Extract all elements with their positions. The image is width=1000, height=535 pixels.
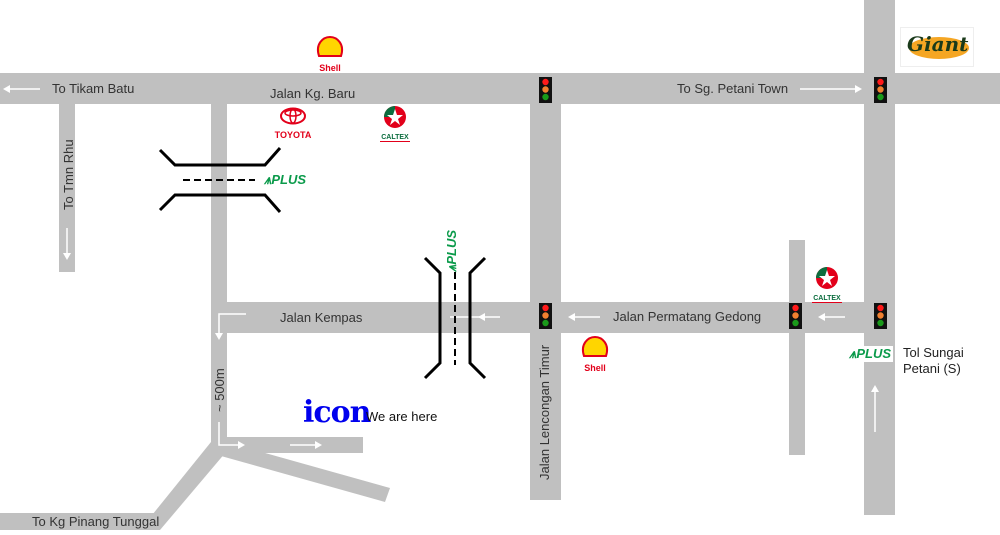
caltex-logo-north: CALTEX bbox=[380, 105, 410, 142]
caltex-label: CALTEX bbox=[380, 134, 410, 142]
label-distance: ~ 500m bbox=[212, 368, 227, 412]
plus-logo-west: ⩚PLUS bbox=[264, 172, 306, 188]
caltex-logo-east: CALTEX bbox=[812, 266, 842, 303]
shell-logo-north: Shell bbox=[315, 35, 345, 73]
label-jalan-permatang-gedong: Jalan Permatang Gedong bbox=[613, 309, 762, 324]
road-diagonal-sw bbox=[140, 442, 226, 530]
toyota-icon bbox=[280, 107, 306, 125]
highway-overpass-central bbox=[423, 256, 487, 380]
plus-highway-icon: ⩚ bbox=[444, 264, 459, 272]
road-lencongan-timur bbox=[530, 73, 561, 500]
we-are-here-label: We are here bbox=[366, 409, 438, 424]
plus-logo-toll: ⩚PLUS bbox=[847, 346, 894, 362]
road-tmn-rhu bbox=[59, 104, 75, 272]
giant-logo: Giant bbox=[900, 27, 974, 67]
plus-label: PLUS bbox=[856, 346, 892, 361]
plus-label: PLUS bbox=[271, 172, 307, 187]
label-jalan-lencongan-timur: Jalan Lencongan Timur bbox=[537, 344, 552, 480]
traffic-light-icon bbox=[539, 77, 552, 103]
giant-label: Giant bbox=[907, 32, 969, 56]
label-to-kg-pinang-tunggal: To Kg Pinang Tunggal bbox=[32, 514, 160, 529]
caltex-star-icon bbox=[384, 106, 406, 128]
label-to-tikam-batu: To Tikam Batu bbox=[52, 81, 135, 96]
label-to-tmn-rhu: To Tmn Rhu bbox=[61, 139, 76, 210]
road-short-vertical bbox=[789, 240, 805, 455]
road-diagonal-se bbox=[221, 442, 390, 502]
label-jalan-kempas: Jalan Kempas bbox=[280, 310, 363, 325]
label-to-sg-petani-town: To Sg. Petani Town bbox=[677, 81, 789, 96]
plus-highway-icon: ⩚ bbox=[849, 346, 857, 361]
shell-icon bbox=[317, 35, 343, 57]
traffic-light-icon bbox=[789, 303, 802, 329]
plus-highway-icon: ⩚ bbox=[264, 172, 272, 187]
shell-label: Shell bbox=[319, 63, 341, 73]
road-left-vertical bbox=[211, 104, 227, 449]
label-jalan-kg-baru: Jalan Kg. Baru bbox=[270, 86, 356, 101]
traffic-light-icon bbox=[874, 303, 887, 329]
shell-label: Shell bbox=[584, 363, 606, 373]
giant-swoosh-icon bbox=[909, 37, 969, 59]
caltex-star-icon bbox=[816, 267, 838, 289]
tol-line-1: Tol Sungai bbox=[903, 345, 964, 360]
traffic-light-icon bbox=[539, 303, 552, 329]
traffic-light-icon bbox=[874, 77, 887, 103]
shell-logo-east: Shell bbox=[580, 335, 610, 373]
shell-icon bbox=[582, 335, 608, 357]
tol-line-2: Petani (S) bbox=[903, 361, 961, 376]
highway-overpass-west bbox=[158, 147, 282, 213]
road-kg-pinang-tunggal bbox=[0, 513, 160, 530]
plus-label: PLUS bbox=[444, 229, 459, 265]
icon-brand-logo: icon bbox=[303, 395, 371, 430]
toyota-label: TOYOTA bbox=[274, 130, 312, 140]
caltex-label: CALTEX bbox=[812, 295, 842, 303]
plus-logo-central: ⩚PLUS bbox=[444, 230, 460, 272]
toyota-logo: TOYOTA bbox=[274, 107, 312, 140]
